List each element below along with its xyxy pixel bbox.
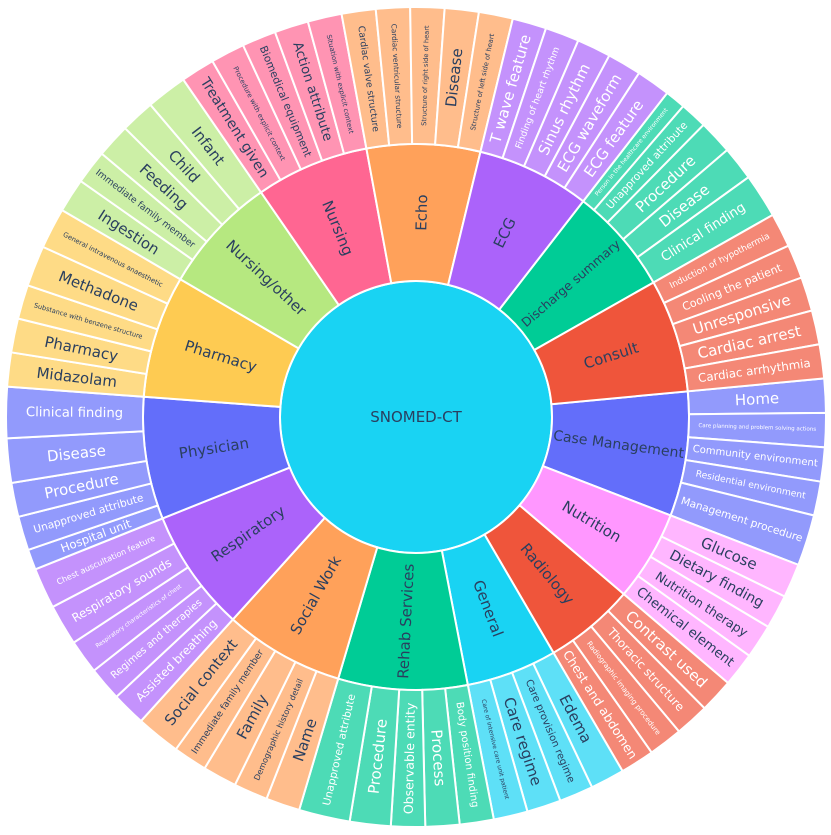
leaf-unapproved-attribute[interactable]: Unapproved attribute <box>297 677 373 823</box>
leaf-label: Process <box>427 729 449 787</box>
leaf-feeding[interactable]: Feeding <box>100 126 224 244</box>
leaf-observable-entity[interactable]: Observable entity <box>389 688 427 828</box>
leaf-label: Care planning and problem solving action… <box>698 423 816 433</box>
category-social-work[interactable]: Social Work <box>231 516 379 680</box>
leaf-procedure[interactable]: Procedure <box>348 685 401 828</box>
leaf-community-environment[interactable]: Community environment <box>684 436 826 483</box>
category-respiratory[interactable]: Respiratory <box>161 466 327 621</box>
root-label: SNOMED-CT <box>370 408 462 426</box>
leaf-disease[interactable]: Disease <box>434 6 481 149</box>
leaf-glucose[interactable]: Glucose <box>660 514 800 598</box>
leaf-process[interactable]: Process <box>421 687 461 828</box>
leaf-wedge[interactable] <box>683 343 826 393</box>
category-label: Rehab Services <box>394 563 418 679</box>
leaf-label: Structure of right side of heart <box>420 25 431 126</box>
leaf-label: Clinical finding <box>26 405 123 421</box>
category-label: Echo <box>412 194 431 231</box>
category-consult[interactable]: Consult <box>532 281 689 406</box>
leaf-cardiac-ventricular-structure[interactable]: Cardiac ventricular structure <box>374 6 414 147</box>
category-nursing-other[interactable]: Nursing/other <box>178 190 341 350</box>
leaf-care-of-intensive-care-unit-patient[interactable]: Care of intensive care unit patient <box>466 678 529 821</box>
root-node[interactable]: SNOMED-CT <box>279 280 553 554</box>
leaf-substance-with-benzene-structure[interactable]: Substance with benzene structure <box>16 284 159 353</box>
leaf-disease[interactable]: Disease <box>5 430 148 485</box>
category-general[interactable]: General <box>440 533 555 687</box>
leaf-label: Observable entity <box>401 702 418 814</box>
leaf-label: Home <box>734 389 779 409</box>
category-radiology[interactable]: Radiology <box>483 503 626 655</box>
